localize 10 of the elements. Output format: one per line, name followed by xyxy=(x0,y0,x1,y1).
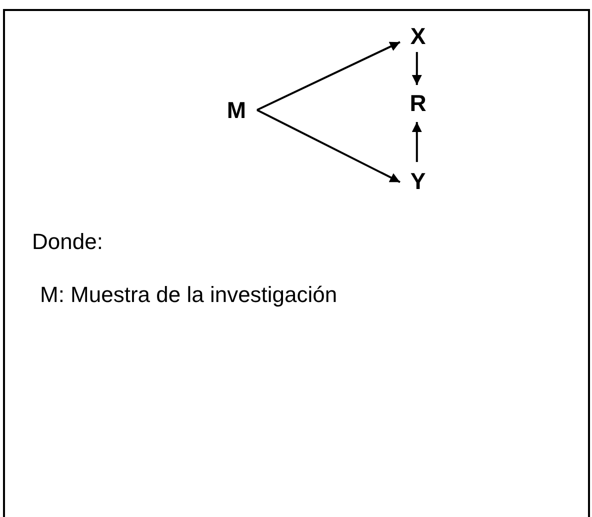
variable-label: R xyxy=(410,90,426,117)
arrow xyxy=(412,52,422,85)
variable-label: Y xyxy=(410,168,426,194)
arrow xyxy=(256,41,400,111)
legend-heading: Donde: xyxy=(32,229,103,255)
arrow xyxy=(412,122,422,162)
legend-entry: M: Muestra de la investigación xyxy=(40,282,338,308)
variable-label: M xyxy=(226,96,246,124)
variable-label: X xyxy=(410,22,426,50)
arrow xyxy=(256,109,400,184)
